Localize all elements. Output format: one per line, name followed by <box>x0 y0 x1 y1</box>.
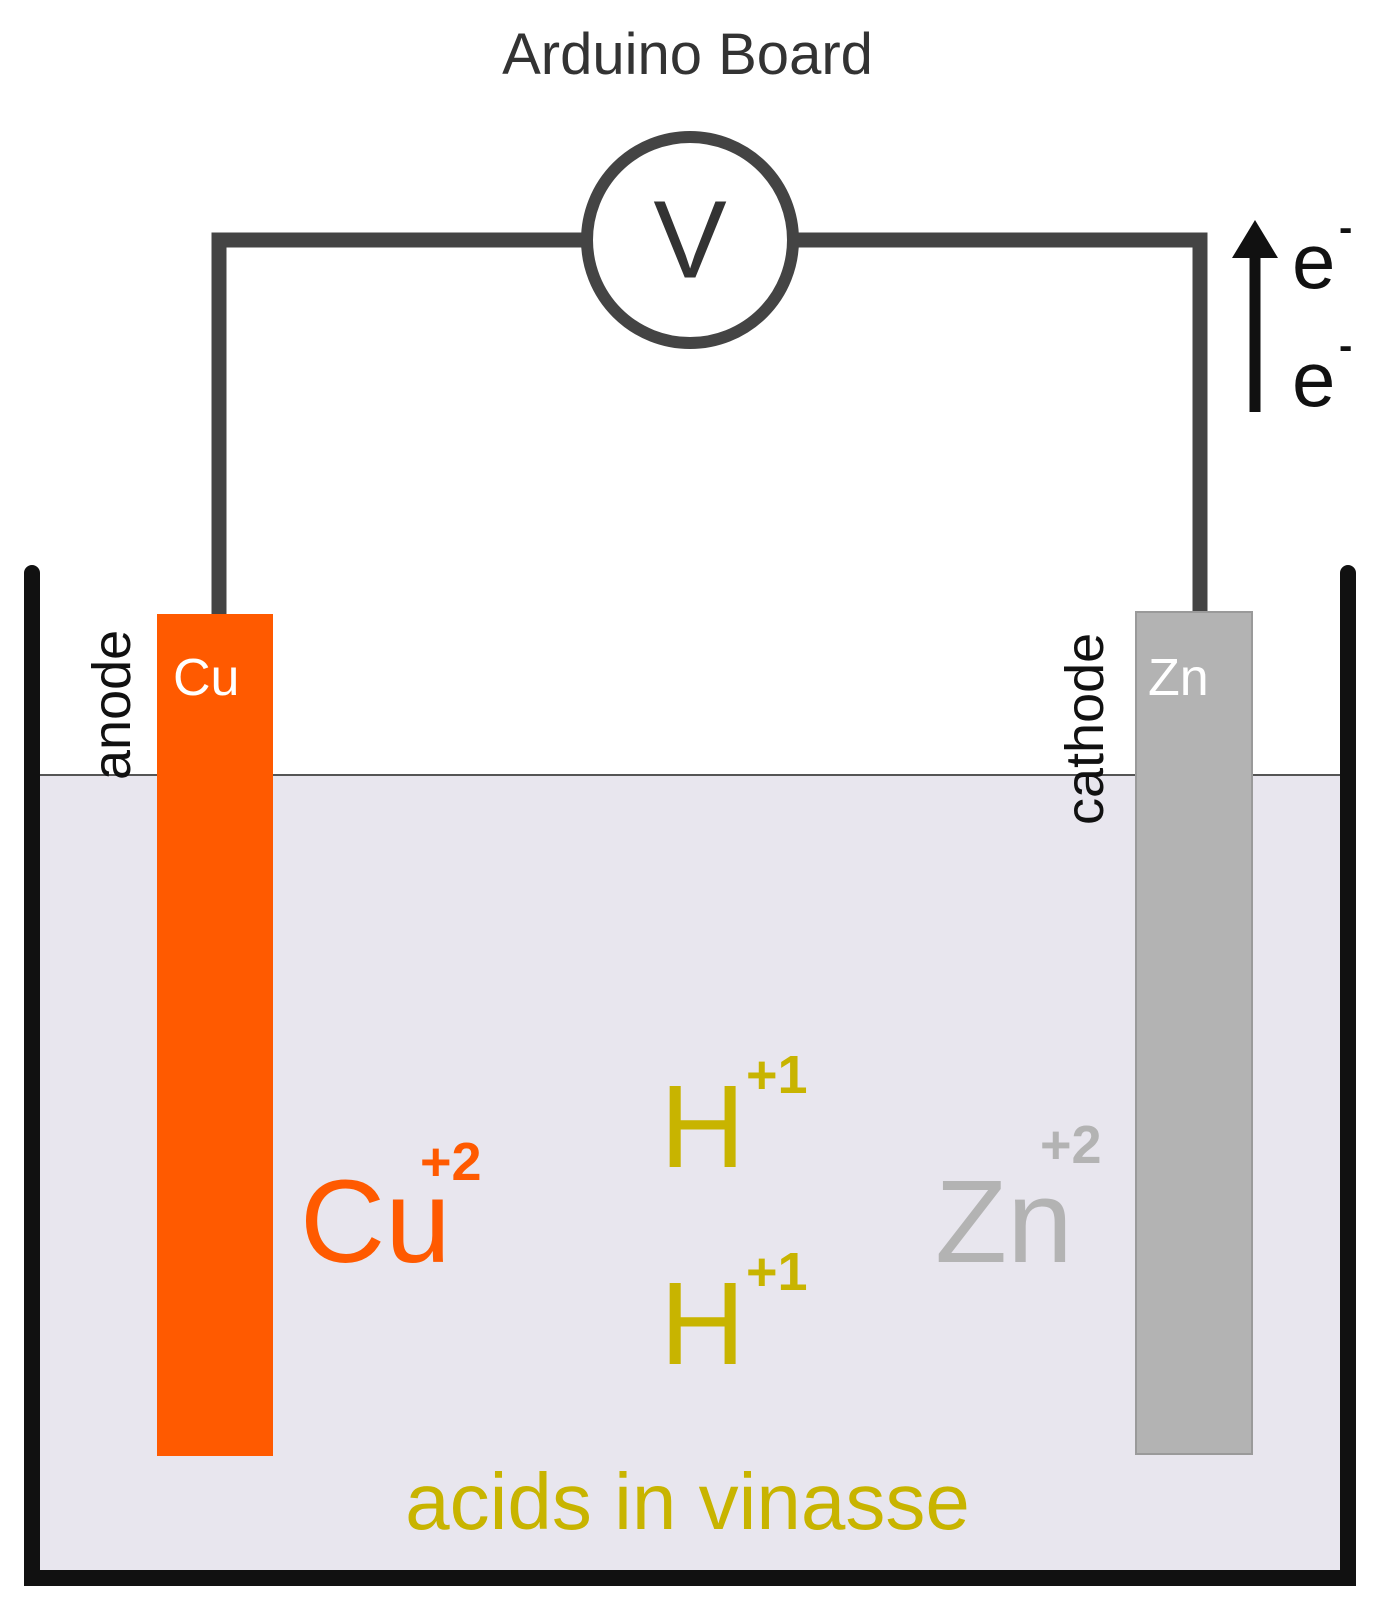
copper-ion-symbol: Cu <box>300 1156 451 1288</box>
cathode-label: cathode <box>1055 632 1115 825</box>
zinc-electrode <box>1135 611 1253 1455</box>
copper-electrode-label: Cu <box>173 649 240 707</box>
hydrogen-ion-top-symbol: H <box>660 1061 746 1193</box>
zinc-electrode-label: Zn <box>1148 649 1209 707</box>
voltmeter-symbol: V <box>653 179 726 302</box>
hydrogen-ion-bottom-charge: +1 <box>746 1242 808 1302</box>
diagram-title: Arduino Board <box>502 22 873 87</box>
electron-charge-bottom: - <box>1339 324 1353 368</box>
arrow-head-icon <box>1232 220 1278 258</box>
circuit-wire <box>211 232 1208 617</box>
hydrogen-ion-top-charge: +1 <box>746 1045 808 1105</box>
hydrogen-ion-bottom-symbol: H <box>660 1258 746 1390</box>
copper-electrode <box>157 614 273 1456</box>
solution-label: acids in vinasse <box>405 1457 970 1546</box>
electron-label-top: e <box>1292 217 1336 305</box>
copper-ion-charge: +2 <box>420 1132 482 1192</box>
container <box>24 565 1356 1586</box>
zinc-ion-charge: +2 <box>1040 1115 1102 1175</box>
anode-label: anode <box>82 629 142 780</box>
zinc-ion-symbol: Zn <box>935 1156 1073 1288</box>
electron-charge-top: - <box>1339 206 1353 250</box>
voltmeter <box>581 131 799 349</box>
electron-label-bottom: e <box>1292 335 1336 423</box>
